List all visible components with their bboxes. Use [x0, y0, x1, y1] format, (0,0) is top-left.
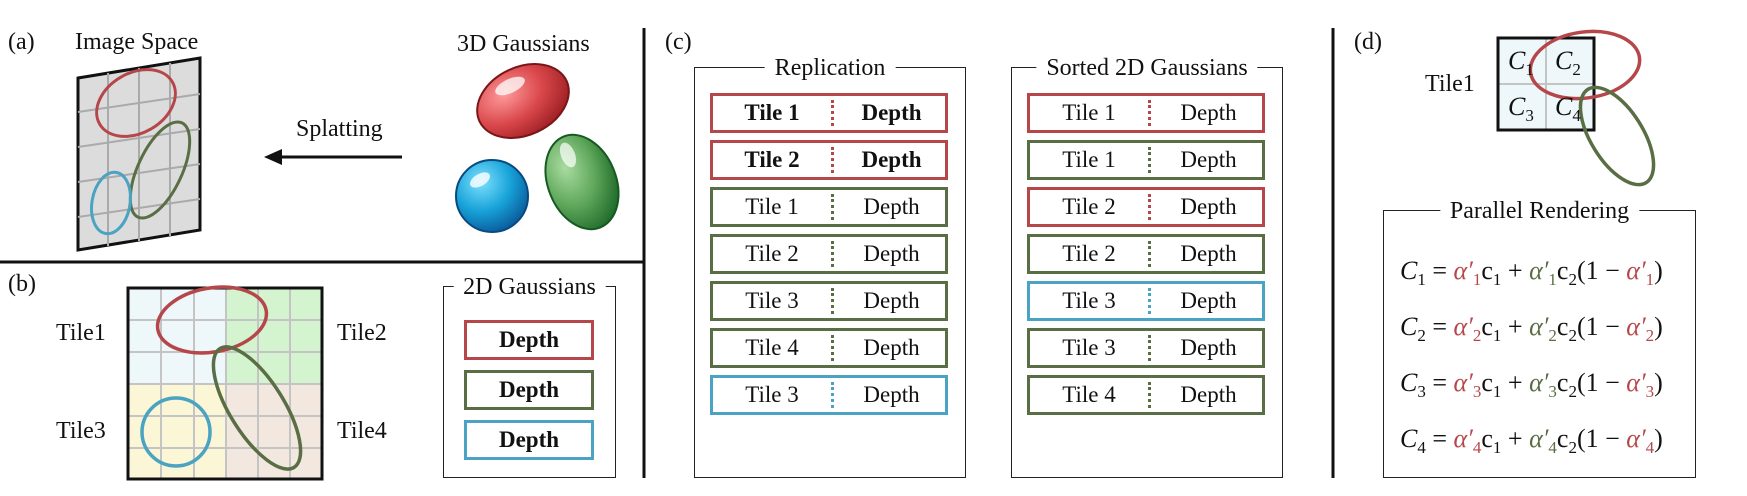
sorted-row-tile: Tile 1 [1062, 147, 1116, 172]
replication-row-separator [831, 335, 838, 361]
legend-depth-red: Depth [464, 320, 594, 360]
replication-row-separator [831, 194, 838, 220]
sorted-row-depth: Depth [1180, 382, 1237, 407]
replication-row: Tile 2 Depth [710, 234, 948, 274]
sorted-row-depth: Depth [1180, 100, 1237, 125]
replication-row-depth: Depth [863, 288, 920, 313]
equation-c2: C2 = α′2c1 + α′2c2(1 − α′2) [1400, 312, 1663, 346]
sorted-row-separator [1148, 382, 1155, 408]
sorted-row-separator [1148, 147, 1155, 173]
legend-title: 2D Gaussians [453, 273, 606, 301]
replication-row-tile: Tile 3 [745, 382, 799, 407]
panel-d-tag: (d) [1354, 29, 1382, 55]
tile1-small-label: Tile1 [1425, 71, 1475, 97]
replication-row-depth: Depth [863, 335, 920, 360]
panel-b-tag: (b) [8, 271, 36, 297]
cell-c3: C3 [1508, 92, 1534, 126]
tile1-label: Tile1 [56, 320, 106, 346]
sorted-row-tile: Tile 3 [1062, 335, 1116, 360]
sorted-row-tile: Tile 1 [1062, 100, 1116, 125]
sorted-row-depth: Depth [1180, 241, 1237, 266]
replication-row-tile: Tile 2 [744, 147, 800, 172]
legend-depth-blue: Depth [464, 420, 594, 460]
sorted-row: Tile 4 Depth [1027, 375, 1265, 415]
gaussian-3d-red [476, 63, 570, 139]
replication-row-tile: Tile 1 [745, 194, 799, 219]
replication-row-tile: Tile 2 [745, 241, 799, 266]
sorted-row: Tile 3 Depth [1027, 281, 1265, 321]
replication-row: Tile 1 Depth [710, 93, 948, 133]
sorted-title: Sorted 2D Gaussians [1036, 54, 1258, 82]
sorted-row-tile: Tile 2 [1062, 194, 1116, 219]
replication-row-separator [831, 241, 838, 267]
sorted-row: Tile 1 Depth [1027, 93, 1265, 133]
sorted-row-separator [1148, 288, 1155, 314]
sorted-row-depth: Depth [1180, 335, 1237, 360]
replication-row-separator [831, 288, 838, 314]
replication-row-tile: Tile 1 [744, 100, 800, 125]
splatting-arrow [264, 149, 402, 165]
sorted-row-depth: Depth [1180, 194, 1237, 219]
cell-c2: C2 [1555, 46, 1581, 80]
sorted-row: Tile 2 Depth [1027, 187, 1265, 227]
panel-c-tag: (c) [665, 29, 692, 55]
replication-row-tile: Tile 4 [745, 335, 799, 360]
tile3-label: Tile3 [56, 418, 106, 444]
sorted-row-tile: Tile 4 [1062, 382, 1116, 407]
sorted-row: Tile 1 Depth [1027, 140, 1265, 180]
gaussians-3d-label: 3D Gaussians [457, 31, 590, 57]
replication-row: Tile 3 Depth [710, 281, 948, 321]
sorted-row-separator [1148, 241, 1155, 267]
replication-row-separator [831, 147, 838, 173]
legend-depth-green: Depth [464, 370, 594, 410]
panel-a-tag: (a) [8, 29, 35, 55]
legend-2d-gaussians: 2D Gaussians Depth Depth Depth [443, 273, 616, 478]
equation-c1: C1 = α′1c1 + α′1c2(1 − α′1) [1400, 256, 1663, 290]
sorted-row-tile: Tile 3 [1062, 288, 1116, 313]
sorted-row-depth: Depth [1180, 147, 1237, 172]
replication-row-depth: Depth [861, 147, 922, 172]
sorted-row-separator [1148, 335, 1155, 361]
image-plane [76, 56, 202, 252]
sorted-row-depth: Depth [1180, 288, 1237, 313]
replication-row: Tile 3 Depth [710, 375, 948, 415]
replication-row-depth: Depth [863, 241, 920, 266]
sorted-row: Tile 3 Depth [1027, 328, 1265, 368]
splatting-label: Splatting [296, 116, 383, 142]
sorted-row-tile: Tile 2 [1062, 241, 1116, 266]
replication-row: Tile 4 Depth [710, 328, 948, 368]
cell-c1: C1 [1508, 46, 1534, 80]
replication-row-separator [831, 100, 838, 126]
image-space-label: Image Space [75, 29, 199, 55]
replication-row-depth: Depth [861, 100, 922, 125]
sorted-row-separator [1148, 100, 1155, 126]
tile-grid [126, 285, 324, 481]
replication-row-tile: Tile 3 [745, 288, 799, 313]
sorted-row: Tile 2 Depth [1027, 234, 1265, 274]
replication-row-separator [831, 382, 838, 408]
parallel-rendering-frame: Parallel Rendering [1383, 197, 1696, 478]
gaussian-3d-green [544, 133, 620, 231]
cell-c4: C4 [1555, 92, 1581, 126]
replication-row-depth: Depth [863, 194, 920, 219]
parallel-rendering-title: Parallel Rendering [1439, 197, 1640, 225]
tile4-label: Tile4 [337, 418, 387, 444]
gaussian-3d-blue [455, 159, 529, 233]
sorted-row-separator [1148, 194, 1155, 220]
replication-row: Tile 1 Depth [710, 187, 948, 227]
tile2-label: Tile2 [337, 320, 387, 346]
replication-row: Tile 2 Depth [710, 140, 948, 180]
replication-title: Replication [764, 54, 896, 82]
replication-row-depth: Depth [863, 382, 920, 407]
equation-c4: C4 = α′4c1 + α′4c2(1 − α′4) [1400, 424, 1663, 458]
tile1-grid [1496, 29, 1656, 187]
equation-c3: C3 = α′3c1 + α′3c2(1 − α′3) [1400, 368, 1663, 402]
